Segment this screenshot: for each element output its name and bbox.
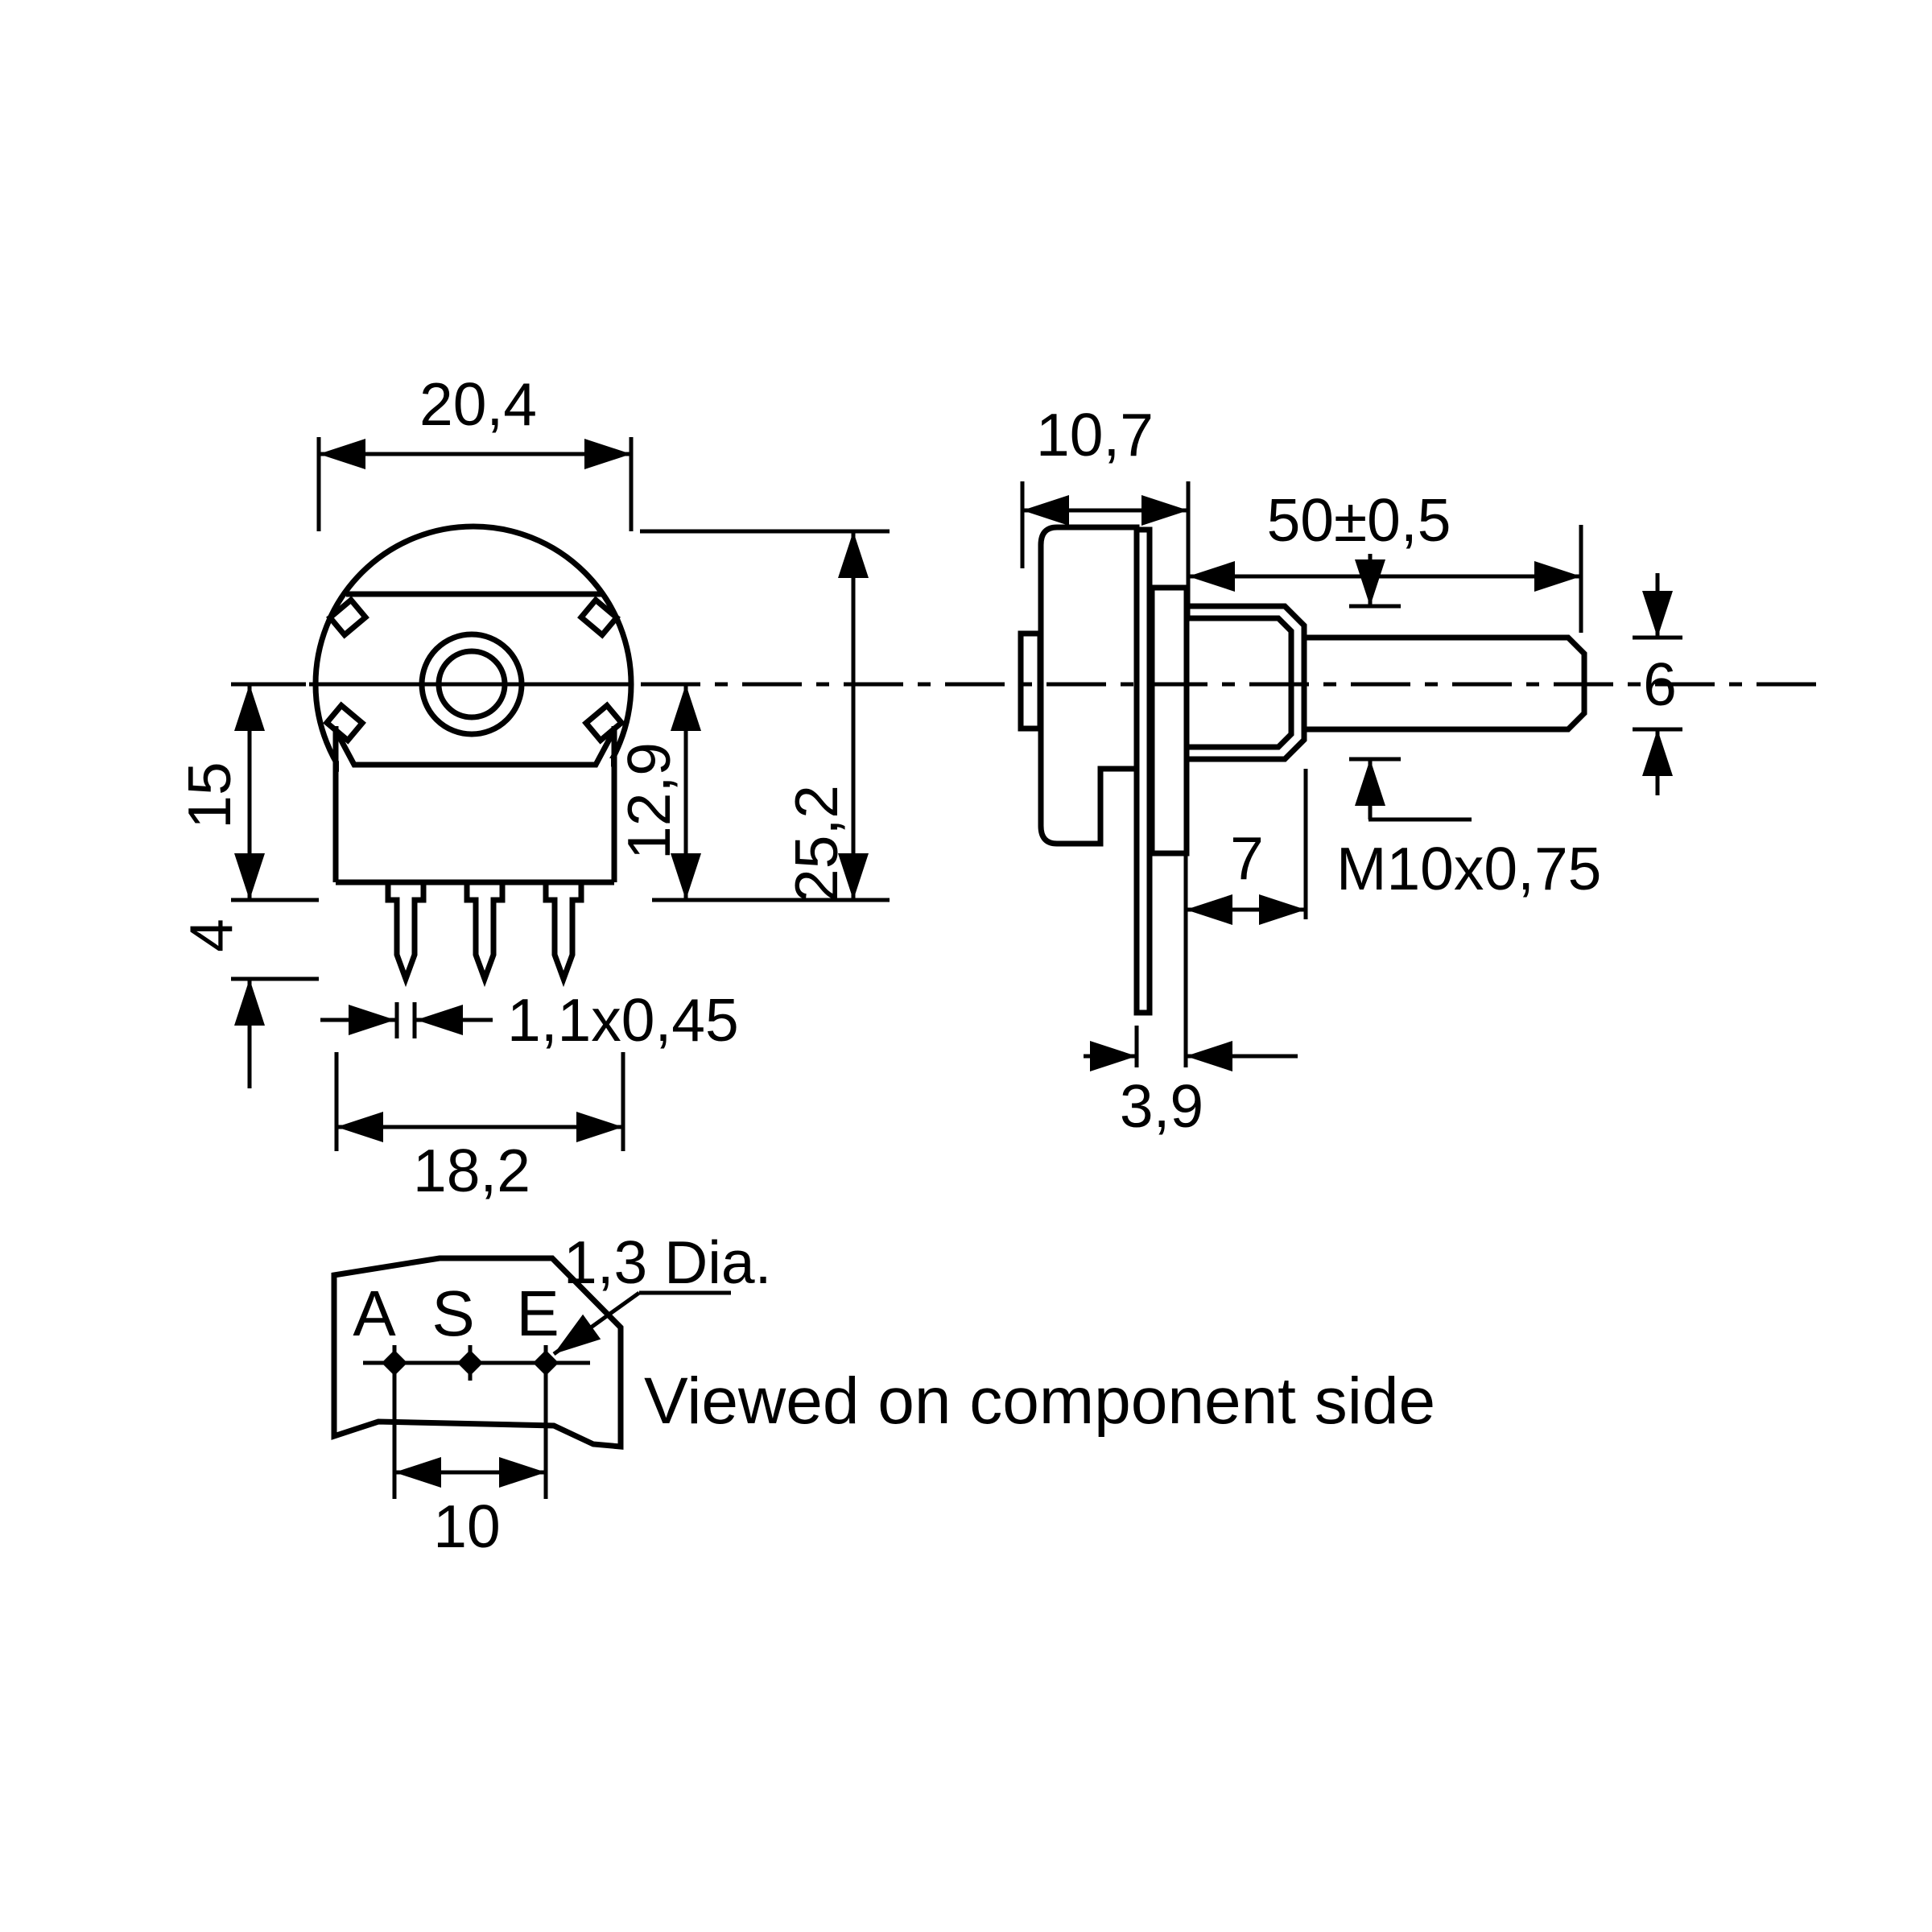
dim-label-shaft-length: 50±0,5 [1267,486,1451,554]
dim-label-thread-length: 7 [1230,824,1264,892]
dim-label-body-depth: 10,7 [1036,401,1154,469]
dim-label-hole-diameter: 1,3 Dia. [564,1228,771,1296]
terminal-e-dot [533,1350,559,1376]
terminal-label-s: S [431,1278,474,1349]
dim-label-terminal-spacing: 10 [433,1492,500,1560]
dim-front-center-height: 12,9 [615,684,701,900]
side-shaft [1301,634,1587,733]
side-view-dimensions: 10,7 50±0,5 6 M10x0,75 [1020,401,1682,1140]
bottom-view: A S E [331,1255,624,1450]
front-body-shoulder-line [332,729,617,768]
dim-label-thread-spec: M10x0,75 [1336,835,1601,902]
notch-upper-right [577,596,621,639]
callout-thread-spec: M10x0,75 [1336,554,1601,902]
dim-front-top-width: 20,4 [316,370,634,531]
terminal-s-dot [457,1350,483,1376]
dim-label-top-width: 20,4 [419,370,537,438]
terminal-a-dot [382,1350,407,1376]
dim-label-center-height: 12,9 [615,742,683,860]
side-threaded-bushing [1183,603,1307,762]
dim-side-lug-offset: 3,9 [1084,1026,1298,1140]
side-pcb-lug [1133,526,1153,1016]
dim-label-pin-tip: 4 [177,919,245,952]
side-view [1018,524,1587,1016]
dim-label-pin-shoulder: 15 [175,762,243,828]
side-rear-tab [1018,630,1043,732]
dim-front-pin-section: 1,1x0,45 [320,986,739,1054]
dim-side-body-depth: 10,7 [1020,401,1191,618]
notch-lower-left [323,701,366,745]
side-mounting-plate [1149,584,1190,857]
pcb-fragment-outline [331,1255,624,1450]
pin-right [543,882,584,988]
notch-upper-left [326,596,369,639]
dim-label-total-height: 25,2 [782,785,850,902]
front-body-mask [339,758,611,879]
dim-bottom-terminal-spacing: 10 [392,1374,548,1560]
terminal-label-a: A [353,1278,396,1349]
bottom-view-caption: Viewed on component side [644,1364,1435,1438]
callout-hole-diameter: 1,3 Dia. [552,1228,771,1356]
terminal-label-e: E [516,1278,559,1349]
dim-front-total-height: 25,2 [640,529,890,902]
dim-front-pin-shoulder: 15 [175,682,319,902]
front-view [312,523,634,988]
side-body [1038,524,1140,847]
pin-left [385,882,427,988]
pin-middle [464,882,506,988]
dim-label-seat-width: 18,2 [413,1137,530,1204]
dim-side-thread-length: 7 [1183,769,1308,1067]
dim-front-seat-width: 18,2 [334,1052,625,1204]
front-view-dimensions: 20,4 25,2 12,9 15 4 [175,370,890,1204]
bottom-view-dimensions: 1,3 Dia. Viewed on component side 10 [392,1228,1435,1560]
dim-front-pin-tip: 4 [177,919,319,1088]
dim-label-lug-offset: 3,9 [1120,1072,1203,1140]
dim-label-pin-section: 1,1x0,45 [507,986,739,1054]
